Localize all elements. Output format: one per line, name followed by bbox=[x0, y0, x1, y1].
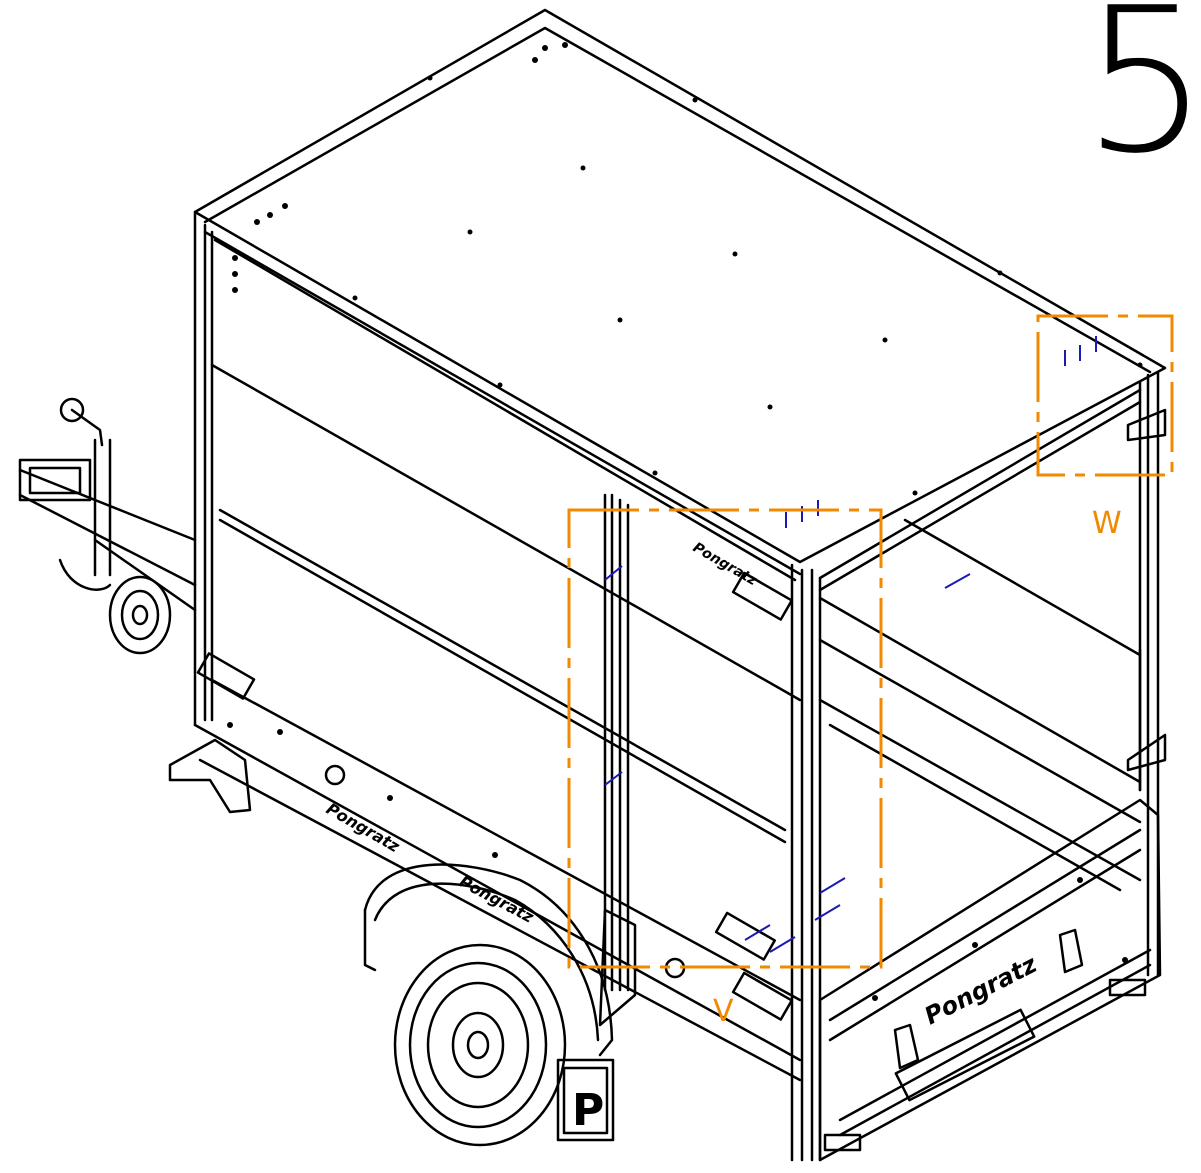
callout-box-w bbox=[1036, 314, 1174, 477]
brand-plates bbox=[196, 571, 793, 1021]
road-wheel bbox=[393, 943, 567, 1147]
callout-label-v: V bbox=[713, 994, 734, 1029]
front-wall-panel bbox=[193, 210, 214, 727]
drawbar bbox=[18, 468, 197, 612]
fender bbox=[363, 863, 614, 1057]
roof-panel bbox=[193, 8, 1167, 582]
brand-text-front-wall: Pongratz bbox=[690, 540, 760, 590]
callout-label-w: W bbox=[1092, 506, 1122, 541]
fasteners-highlighted bbox=[604, 336, 1097, 953]
callout-box-v bbox=[567, 508, 883, 969]
side-fittings bbox=[324, 764, 686, 979]
side-wall-panel bbox=[193, 363, 802, 1082]
hitch-coupling bbox=[18, 458, 92, 502]
jockey-wheel bbox=[58, 397, 172, 655]
tailgate-latches bbox=[893, 928, 1084, 1070]
side-support-strut bbox=[598, 493, 637, 1027]
callout-boxes bbox=[567, 314, 1174, 969]
corner-hinges bbox=[1126, 408, 1167, 772]
step-number: 5 bbox=[1082, 0, 1201, 198]
front-support-stand bbox=[168, 738, 252, 814]
mudflap-badge-letter: P bbox=[572, 1085, 604, 1136]
rear-tailgate bbox=[818, 798, 1162, 1162]
rear-corner-post bbox=[790, 563, 822, 1162]
bolt-holes bbox=[227, 42, 1143, 1001]
rear-support-stands bbox=[823, 978, 1147, 1152]
far-corner-post bbox=[1138, 370, 1160, 977]
mudflap-badge bbox=[556, 1058, 615, 1142]
